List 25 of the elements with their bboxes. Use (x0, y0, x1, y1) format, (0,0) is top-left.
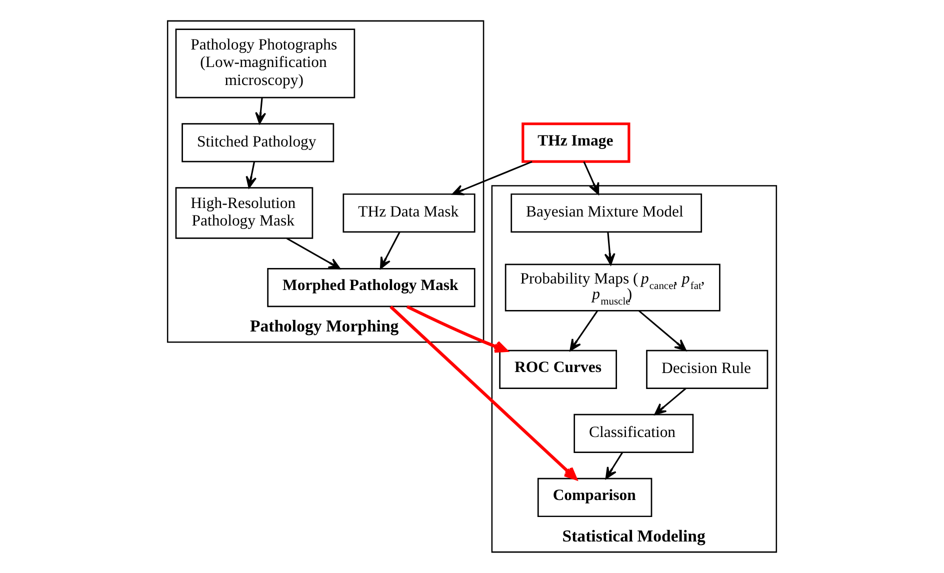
node-box: Probability Maps (p$_{cancer}$, p$_{fat}$, p$_{muscle}$) (504, 264, 720, 312)
arrow (255, 98, 266, 124)
node-box: THz Image (522, 122, 630, 163)
node-box: Decision Rule (646, 350, 768, 389)
arrow (390, 306, 578, 480)
arrow (605, 452, 624, 480)
node-box: ROC Curves (499, 350, 618, 389)
node-box: THz Data Mask (342, 193, 476, 233)
node-box: Stitched Pathology (182, 123, 334, 162)
node-box: Comparison (537, 478, 652, 518)
arrow (638, 310, 687, 352)
arrow (286, 238, 341, 270)
arrow (604, 232, 616, 266)
node-box: High-Resolution Pathology Mask (175, 187, 314, 239)
node-box: Bayesian Mixture Model (510, 193, 702, 233)
arrow (380, 232, 400, 270)
node-box: Classification (574, 414, 694, 454)
arrow (583, 161, 600, 195)
arrow (570, 310, 598, 352)
arrow (654, 388, 686, 416)
node-box: Pathology Photographs (Low-magnification microscopy) (175, 28, 356, 98)
arrow (406, 305, 508, 353)
arrow (452, 160, 532, 196)
arrow (246, 162, 257, 188)
node-box: Morphed Pathology Mask (267, 268, 476, 308)
